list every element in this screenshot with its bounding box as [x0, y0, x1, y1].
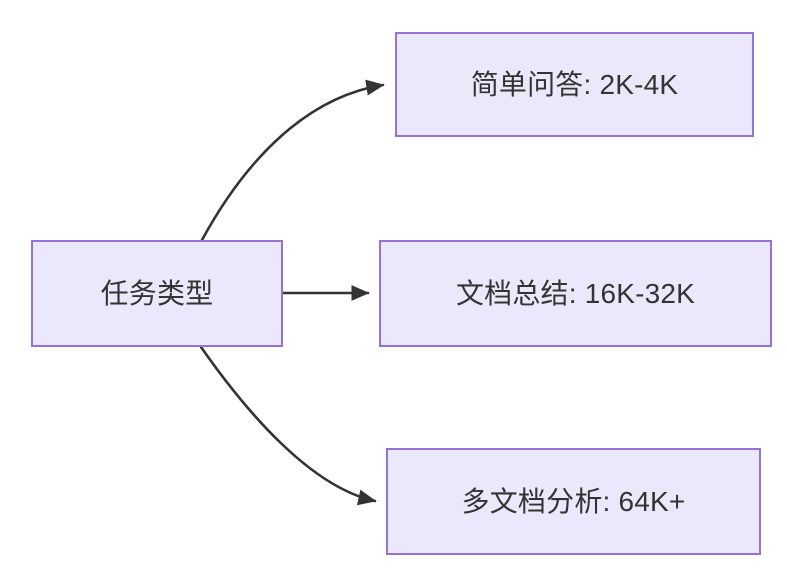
node-document-summary-label: 文档总结: 16K-32K [455, 277, 696, 309]
node-task-type-label: 任务类型 [100, 277, 214, 309]
node-document-summary[interactable]: 文档总结: 16K-32K [379, 240, 772, 347]
node-multi-document-analysis-label: 多文档分析: 64K+ [461, 485, 686, 517]
node-simple-qa[interactable]: 简单问答: 2K-4K [395, 32, 754, 137]
node-multi-document-analysis[interactable]: 多文档分析: 64K+ [386, 448, 761, 555]
edge-source-to-multi-doc [199, 345, 377, 506]
node-simple-qa-label: 简单问答: 2K-4K [470, 68, 679, 100]
edge-source-to-simple-qa [200, 79, 385, 242]
node-task-type[interactable]: 任务类型 [31, 240, 283, 347]
